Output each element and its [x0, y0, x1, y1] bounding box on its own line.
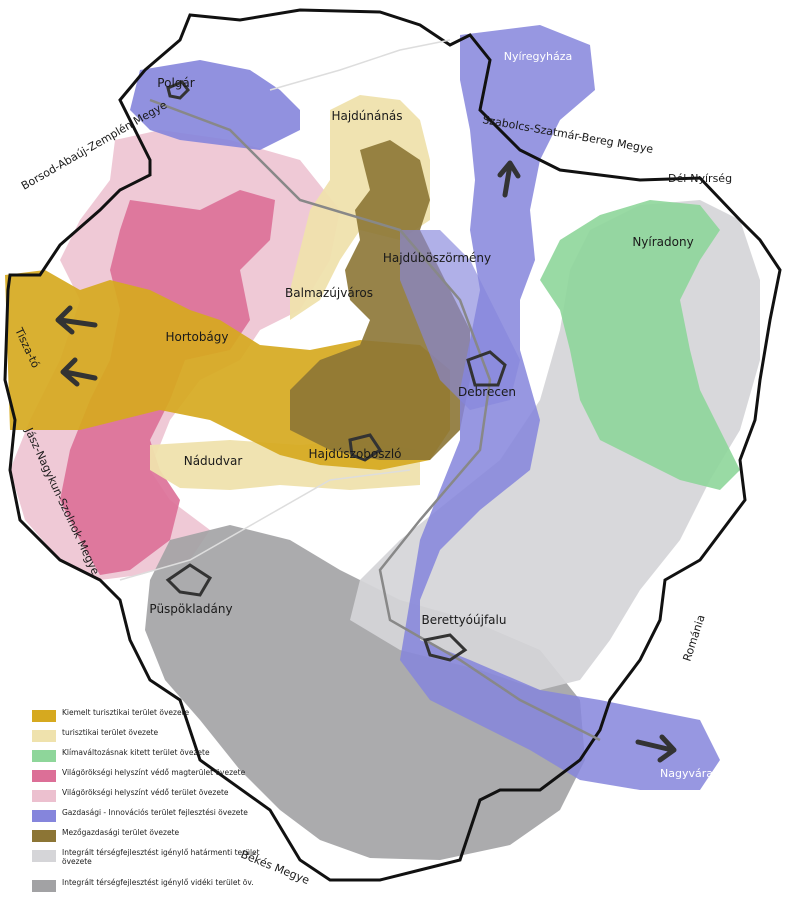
- city-label-puspokladany: Püspökladány: [149, 602, 232, 616]
- zone-economic-mid: [400, 230, 520, 410]
- legend-item: Klímaváltozásnak kitett terület övezete: [32, 748, 272, 768]
- berettyoujfalu-outline: [423, 633, 468, 662]
- legend-item: Világörökségi helyszínt védő terület öve…: [32, 788, 272, 808]
- legend-swatch: [32, 810, 56, 822]
- legend-label: Világörökségi helyszínt védő terület öve…: [62, 788, 229, 797]
- legend-swatch: [32, 850, 56, 862]
- debrecen-outline: [466, 350, 507, 387]
- city-label-balmazujvaros: Balmazújváros: [285, 286, 373, 300]
- arrow-tisza-lower: [60, 357, 98, 387]
- legend-label: Világörökségi helyszínt védő magterület …: [62, 768, 246, 777]
- zone-economic-north: [130, 60, 300, 150]
- city-label-berettyoujfalu: Berettyóújfalu: [422, 613, 507, 627]
- legend-item: Kiemelt turisztikai terület övezete: [32, 708, 272, 728]
- region-label-romania: Románia: [680, 613, 707, 663]
- arrow-nyiregyhaza: [497, 160, 521, 198]
- city-label-nyiradony: Nyíradony: [632, 235, 693, 249]
- region-label-del-nyirseg: Dél-Nyírség: [668, 172, 732, 185]
- legend-label: Kiemelt turisztikai terület övezete: [62, 708, 190, 717]
- arrow-nagyvarad: [635, 734, 677, 763]
- legend-label: turisztikai terület övezete: [62, 728, 159, 737]
- legend-item: Világörökségi helyszínt védő magterület …: [32, 768, 272, 788]
- legend-label: Integrált térségfejlesztést igénylő hatá…: [62, 848, 260, 866]
- legend-item: Mezőgazdasági terület övezete: [32, 828, 272, 848]
- city-label-nyiregyhaza: Nyíregyháza: [504, 50, 573, 63]
- city-label-hajdunanas: Hajdúnánás: [331, 109, 402, 123]
- legend-item: Integrált térségfejlesztést igénylő vidé…: [32, 878, 272, 898]
- road-line: [119, 39, 451, 581]
- legend-label: Integrált térségfejlesztést igénylő vidé…: [62, 878, 254, 887]
- legend-swatch: [32, 880, 56, 892]
- legend-swatch: [32, 770, 56, 782]
- legend-label: Gazdasági - Innovációs terület fejleszté…: [62, 808, 248, 817]
- legend-swatch: [32, 830, 56, 842]
- polgar-outline: [166, 80, 190, 100]
- map-legend: Kiemelt turisztikai terület övezete turi…: [32, 708, 272, 898]
- puspokladany-outline: [165, 563, 213, 597]
- city-label-polgar: Polgár: [157, 76, 194, 90]
- legend-label: Mezőgazdasági terület övezete: [62, 828, 180, 837]
- arrow-tisza-upper: [55, 305, 98, 335]
- legend-label: Klímaváltozásnak kitett terület övezete: [62, 748, 210, 757]
- legend-swatch: [32, 790, 56, 802]
- legend-item: Integrált térségfejlesztést igénylő hatá…: [32, 848, 272, 878]
- legend-item: Gazdasági - Innovációs terület fejleszté…: [32, 808, 272, 828]
- legend-swatch: [32, 710, 56, 722]
- city-label-hajduboszormeny: Hajdúböszörmény: [383, 251, 491, 265]
- city-outlines: [165, 80, 507, 662]
- zone-economic-main: [400, 25, 720, 790]
- zone-agriculture: [290, 140, 470, 460]
- legend-swatch: [32, 730, 56, 742]
- legend-item: turisztikai terület övezete: [32, 728, 272, 748]
- legend-swatch: [32, 750, 56, 762]
- zone-climate: [540, 200, 740, 490]
- city-label-nagyvarad: Nagyvárad: [660, 767, 720, 780]
- city-label-hortobagy: Hortobágy: [165, 330, 228, 344]
- hajduszoboszlo-outline: [348, 433, 383, 462]
- zone-rural-integrated: [145, 525, 585, 860]
- city-label-hajduszoboszlo: Hajdúszoboszló: [308, 447, 401, 461]
- city-label-debrecen: Debrecen: [458, 385, 516, 399]
- direction-arrows: [55, 160, 677, 763]
- railway-line: [149, 98, 601, 742]
- city-label-nadudvar: Nádudvar: [184, 454, 243, 468]
- county-boundary: [3, 8, 782, 882]
